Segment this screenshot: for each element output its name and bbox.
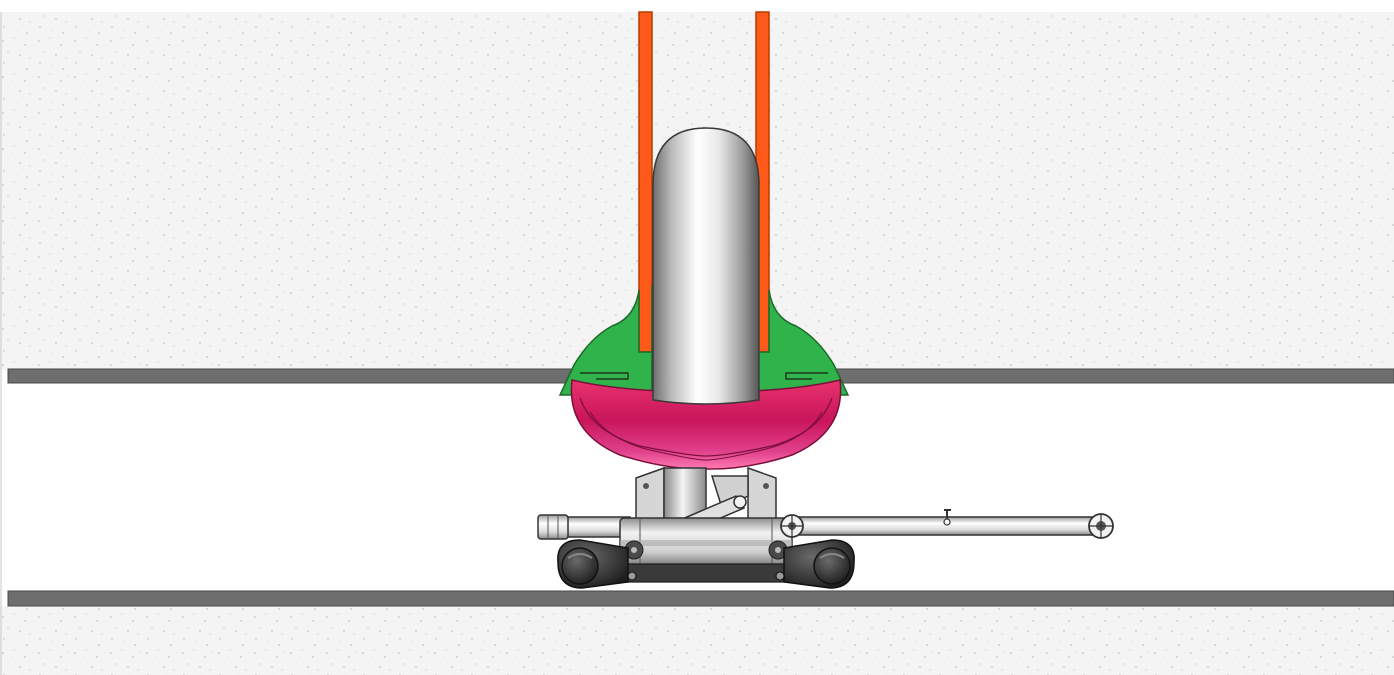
wheel-left-tread: [567, 553, 593, 559]
seal-brim-notch-right: [785, 372, 828, 380]
rod-t-handle-knob: [943, 518, 951, 526]
arm-pivot-2: [733, 495, 747, 509]
lateral-bladder-cylinder: [652, 127, 760, 405]
cutter-robot: [537, 466, 1114, 589]
seal-brim-left: [558, 285, 653, 396]
launcher-tube-end: [537, 514, 569, 540]
bracket-bolt-left: [643, 483, 649, 489]
valve-handwheel-icon: [780, 514, 804, 538]
robot-body-band: [620, 540, 792, 546]
seal-brim-right: [755, 285, 850, 396]
carriage-bolt-right: [775, 571, 785, 581]
camera-lens-icon: [1088, 513, 1114, 539]
main-pipe-top-wall-left: [7, 368, 629, 384]
main-pipe-top-wall-right: [785, 368, 1394, 384]
rod-t-handle: [944, 509, 951, 520]
robot-bracket-right: [747, 466, 777, 521]
robot-bracket-left: [635, 466, 665, 521]
packer-bladder-fold-2: [589, 411, 823, 461]
bracket-bolt-right: [763, 483, 769, 489]
lateral-pipe-wall-left: [638, 11, 653, 353]
seal-brim-notch-left: [580, 372, 629, 380]
main-pipe-bottom-wall: [7, 590, 1394, 607]
wheel-right-tread: [819, 553, 845, 559]
left-motor-hub: [631, 547, 637, 553]
soil-lower: [0, 606, 1394, 675]
right-motor-hub: [775, 547, 781, 553]
carriage-bolt-left: [627, 571, 637, 581]
